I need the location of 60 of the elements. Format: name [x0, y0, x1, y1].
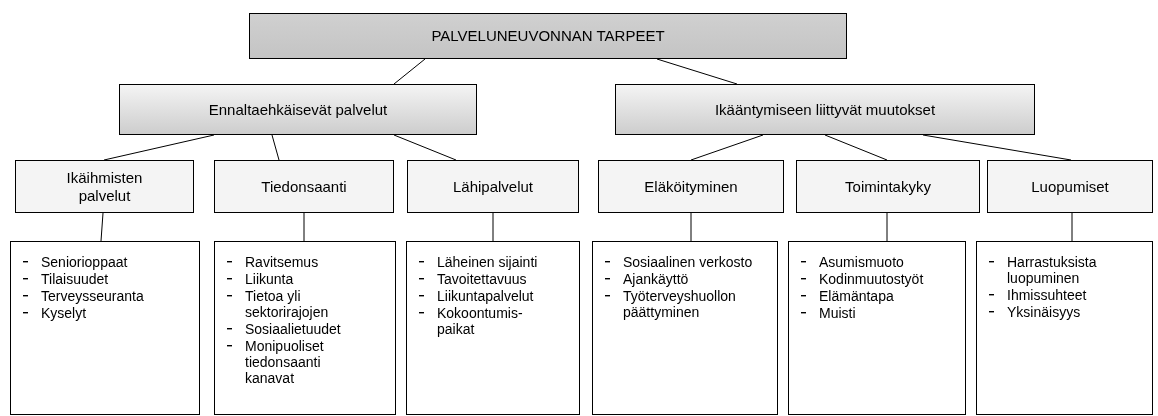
- list-item: Seniorioppaat: [23, 254, 171, 270]
- list-item: Tavoitettavuus: [419, 271, 551, 287]
- list-item: Sosiaalinen verkosto: [605, 254, 759, 270]
- connector-line: [271, 134, 280, 161]
- list-box: [788, 241, 966, 415]
- connector-line: [690, 134, 764, 161]
- category-box: [119, 84, 477, 135]
- list-item: Kokoontumis- paikat: [419, 305, 551, 337]
- list-item: Yksinäisyys: [989, 304, 1135, 320]
- category-box: [407, 160, 579, 213]
- category-box: [598, 160, 784, 213]
- list-item: Monipuoliset tiedonsaanti kanavat: [227, 338, 373, 386]
- box-title: Luopumiset: [1031, 177, 1109, 196]
- box-title: Tiedonsaanti: [261, 177, 347, 196]
- list-item: Kodinmuutostyöt: [801, 271, 959, 287]
- list-item: Muisti: [801, 305, 959, 321]
- connector-line: [1071, 212, 1073, 242]
- category-box: [987, 160, 1153, 213]
- list-item: Asumismuoto: [801, 254, 959, 270]
- connector-line: [492, 212, 494, 242]
- box-title: Lähipalvelut: [452, 177, 534, 196]
- box-title: Toimintakyky: [845, 177, 931, 196]
- box-title: PALVELUNEUVONNAN TARPEET: [431, 27, 665, 45]
- list-item: Kyselyt: [23, 305, 171, 321]
- list-item: Tilaisuudet: [23, 271, 171, 287]
- list-item: Terveysseuranta: [23, 288, 171, 304]
- connector-line: [656, 58, 738, 85]
- connector-line: [103, 134, 215, 161]
- list-item: Liikunta: [227, 271, 373, 287]
- list-item: Tietoa yli sektorirajojen: [227, 288, 373, 320]
- category-box: [214, 160, 394, 213]
- connector-line: [690, 212, 692, 242]
- list-box: [406, 241, 580, 415]
- connector-line: [393, 58, 426, 85]
- list-item: Ravitsemus: [227, 254, 373, 270]
- list-box: [592, 241, 778, 415]
- box-title: Ennaltaehkäisevät palvelut: [208, 100, 388, 119]
- category-box: [796, 160, 980, 213]
- box-title: Ikääntymiseen liittyvät muutokset: [714, 100, 936, 119]
- connector-line: [824, 134, 888, 161]
- list-item: Ajankäyttö: [605, 271, 759, 287]
- list-box: [214, 241, 396, 415]
- list-item: Ihmissuhteet: [989, 287, 1135, 303]
- list-box: [976, 241, 1153, 415]
- box-title: Eläköityminen: [644, 177, 738, 196]
- list-item: Läheinen sijainti: [419, 254, 551, 270]
- connector-line: [100, 212, 104, 242]
- list-item: Työterveyshuollon päättyminen: [605, 288, 759, 320]
- connector-line: [303, 212, 305, 242]
- category-box: [249, 13, 847, 59]
- list-box: [10, 241, 200, 415]
- connector-line: [886, 212, 888, 242]
- list-item: Sosiaalietuudet: [227, 321, 373, 337]
- list-item: Elämäntapa: [801, 288, 959, 304]
- list-item: Harrastuksista luopuminen: [989, 254, 1135, 286]
- list-item: Liikuntapalvelut: [419, 288, 551, 304]
- connector-line: [393, 134, 457, 161]
- box-title: Ikäihmisten palvelut: [65, 168, 144, 205]
- category-box: [615, 84, 1035, 135]
- category-box: [15, 160, 194, 213]
